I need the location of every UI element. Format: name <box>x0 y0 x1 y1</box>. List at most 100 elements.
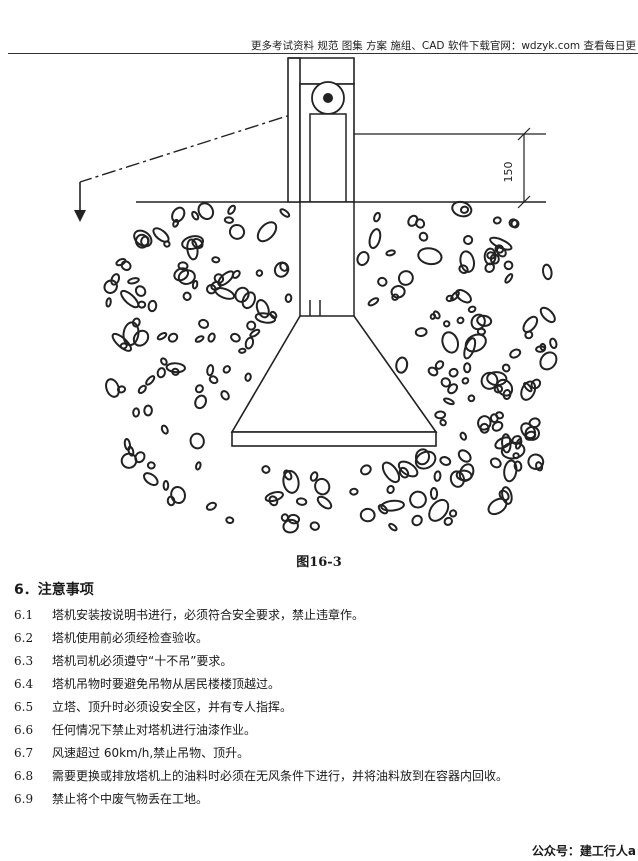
gravel-stone <box>120 452 138 469</box>
gravel-stone <box>429 487 439 500</box>
gravel-stone <box>132 407 141 418</box>
gravel-stone <box>479 422 490 434</box>
item-number: 6.2 <box>14 631 34 645</box>
item-text: 塔机安装按说明书进行，必须符合安全要求，禁止违章作。 <box>52 608 365 622</box>
footer-account: 公众号：建工行人a <box>531 844 636 858</box>
gravel-stone <box>249 328 261 338</box>
list-item: 6.9 禁止将个中废气物丢在工地。 <box>14 788 634 811</box>
gravel-stone <box>491 421 504 432</box>
gravel-stone <box>194 384 204 394</box>
gravel-stone <box>386 484 395 495</box>
gravel-stone <box>256 221 278 243</box>
item-text: 需要更换或排放塔机上的油料时必须在无风条件下进行，并将油料放到在容器内回收。 <box>52 769 509 783</box>
gravel-stone <box>447 383 459 395</box>
gravel-stone <box>309 521 320 531</box>
arrow-down-icon <box>74 210 86 222</box>
gravel-stone <box>238 347 247 354</box>
gravel-stone <box>119 342 128 350</box>
gravel-stone <box>137 384 147 394</box>
gravel-stone <box>434 410 447 420</box>
gravel-stone <box>539 351 558 371</box>
gravel-stone <box>172 218 180 228</box>
gravel-stone <box>123 437 132 451</box>
gravel-stone <box>486 371 508 387</box>
gravel-stone <box>282 518 299 534</box>
gravel-stone <box>273 261 290 278</box>
gravel-stone <box>143 472 159 487</box>
gravel-stone <box>513 460 523 472</box>
gravel-stone <box>522 315 539 333</box>
gravel-stone <box>195 461 202 471</box>
gravel-stone <box>171 367 180 376</box>
gravel-stone <box>367 297 380 307</box>
gravel-stone <box>456 316 465 325</box>
gravel-stone <box>433 470 442 482</box>
gravel-stone <box>194 394 207 410</box>
gravel-stone <box>268 495 279 507</box>
gravel-stone <box>445 294 454 303</box>
gravel-stone <box>167 332 179 343</box>
item-number: 6.3 <box>14 654 34 668</box>
gravel-stone <box>501 363 511 373</box>
gravel-stone <box>156 367 166 379</box>
gravel-stone <box>508 218 519 228</box>
gravel-stone <box>427 366 439 377</box>
gravel-stone <box>429 313 437 320</box>
gravel-stone <box>182 291 192 301</box>
item-text: 塔机使用前必须经检查验收。 <box>52 631 209 645</box>
gravel-stone <box>458 463 475 482</box>
gravel-stone <box>191 279 199 290</box>
gravel-stone <box>230 332 241 343</box>
header-text: 更多考试资料 规范 图集 方案 施组、CAD 软件下载官网：wdzyk.com … <box>251 40 636 52</box>
gravel-stone <box>397 460 419 478</box>
gravel-stone <box>411 514 423 527</box>
gravel-stone <box>244 372 252 382</box>
gravel-stone <box>356 251 370 266</box>
gravel-stone <box>484 262 495 273</box>
gravel-stone <box>377 276 388 287</box>
header-rule <box>8 53 638 54</box>
gravel-stone <box>409 490 427 509</box>
gravel-stone <box>189 432 205 450</box>
gravel-stone <box>225 516 235 525</box>
gravel-stone <box>504 273 514 284</box>
item-text: 禁止将个中废气物丢在工地。 <box>52 792 209 806</box>
gravel-stone <box>279 208 291 218</box>
gravel-stone <box>458 264 469 275</box>
gravel-stone <box>228 223 246 240</box>
figure-16-3: 150 <box>66 54 626 544</box>
gravel-stone <box>194 335 205 343</box>
gravel-stone <box>132 329 150 347</box>
gravel-stone <box>381 461 401 484</box>
gravel-stone <box>295 497 308 506</box>
gravel-stone <box>145 375 156 386</box>
gravel-stone <box>255 269 264 277</box>
gravel-stone <box>377 503 389 515</box>
gravel-stone <box>165 362 186 374</box>
gravel-stone <box>211 256 221 264</box>
gravel-stone <box>220 390 230 401</box>
item-number: 6.5 <box>14 700 34 714</box>
item-number: 6.6 <box>14 723 34 737</box>
gravel-stone <box>134 285 147 297</box>
gravel-stone <box>103 279 118 294</box>
gravel-stone <box>417 247 443 266</box>
gravel-stone <box>380 499 405 512</box>
dimension-label: 150 <box>502 162 515 183</box>
left-bracket <box>287 57 301 203</box>
gravel-stone <box>439 456 452 466</box>
item-text: 塔机吊物时要避免吊物从居民楼楼顶越过。 <box>52 677 281 691</box>
gravel-stone <box>443 320 451 328</box>
gravel-stone <box>443 397 455 406</box>
item-number: 6.9 <box>14 792 34 806</box>
gravel-stone <box>208 375 219 385</box>
gravel-stone <box>463 234 474 246</box>
base-plate <box>231 431 437 447</box>
gravel-stone <box>280 513 290 522</box>
gravel-stone <box>316 495 333 510</box>
gravel-stone <box>443 516 453 526</box>
